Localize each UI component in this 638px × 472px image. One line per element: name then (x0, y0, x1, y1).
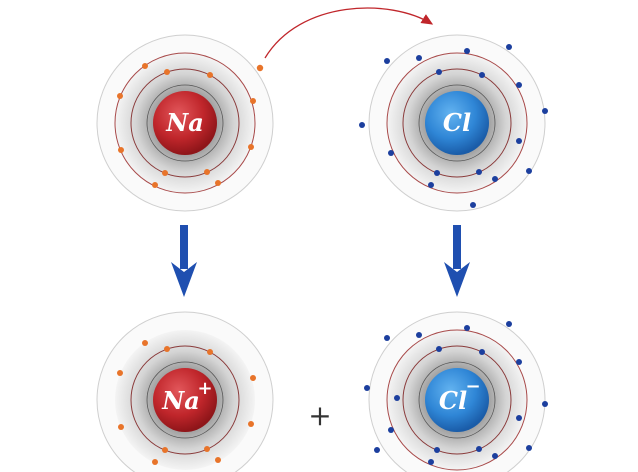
electron (384, 335, 390, 341)
electron (384, 58, 390, 64)
chlorine-atom: Cl (359, 34, 548, 212)
electron (117, 370, 123, 376)
sodium-symbol: Na (165, 108, 204, 137)
electron (152, 459, 158, 465)
electron (207, 72, 213, 78)
electron (464, 48, 470, 54)
electron (215, 457, 221, 463)
electron (542, 108, 548, 114)
electron (526, 445, 532, 451)
electron (250, 98, 256, 104)
electron (394, 395, 400, 401)
chlorine-electrons (359, 44, 548, 208)
electron (204, 446, 210, 452)
electron (416, 332, 422, 338)
electron (428, 459, 434, 465)
electron (215, 180, 221, 186)
chloride-ion: Cl − (364, 311, 548, 472)
chlorine-nucleus (425, 91, 489, 155)
electron (436, 69, 442, 75)
electron (436, 346, 442, 352)
electron (388, 427, 394, 433)
electron (516, 138, 522, 144)
plus-sign: + (308, 399, 331, 432)
sodium-electrons (117, 63, 264, 188)
electron (162, 447, 168, 453)
chloride-ion-charge: − (465, 376, 480, 397)
chlorine-symbol: Cl (443, 108, 471, 137)
electron (118, 424, 124, 430)
electron (204, 169, 210, 175)
electron (479, 349, 485, 355)
electron (152, 182, 158, 188)
sodium-ion: Na + (96, 311, 274, 472)
sodium-ion-nucleus (153, 368, 217, 432)
electron (516, 415, 522, 421)
electron (526, 168, 532, 174)
electron (516, 82, 522, 88)
electron (374, 447, 380, 453)
electron (162, 170, 168, 176)
chloride-ion-symbol: Cl (439, 386, 467, 415)
electron (492, 453, 498, 459)
sodium-nucleus (153, 91, 217, 155)
electron (142, 63, 148, 69)
electron (250, 375, 256, 381)
valence-electron (256, 64, 264, 72)
chloride-ion-electrons (364, 321, 548, 465)
electron (470, 202, 476, 208)
sodium-ion-symbol: Na (161, 386, 200, 415)
electron (164, 69, 170, 75)
electron (434, 447, 440, 453)
electron (479, 72, 485, 78)
electron (248, 144, 254, 150)
reaction-arrow-right (444, 225, 470, 297)
sodium-ion-charge: + (197, 378, 212, 399)
electron (142, 340, 148, 346)
electron (118, 147, 124, 153)
electron (464, 325, 470, 331)
electron (506, 321, 512, 327)
electron (364, 385, 370, 391)
electron (117, 93, 123, 99)
electron (506, 44, 512, 50)
sodium-atom: Na (96, 34, 274, 212)
electron (164, 346, 170, 352)
reaction-arrow-left (171, 225, 197, 297)
electron (428, 182, 434, 188)
electron (542, 401, 548, 407)
electron (388, 150, 394, 156)
electron (476, 446, 482, 452)
electron-transfer-arrow (264, 7, 434, 59)
electron (492, 176, 498, 182)
sodium-ion-electrons (117, 340, 256, 465)
electron (516, 359, 522, 365)
electron (476, 169, 482, 175)
electron (248, 421, 254, 427)
chloride-ion-nucleus (425, 368, 489, 432)
electron (416, 55, 422, 61)
electron (207, 349, 213, 355)
electron (434, 170, 440, 176)
electron (359, 122, 365, 128)
